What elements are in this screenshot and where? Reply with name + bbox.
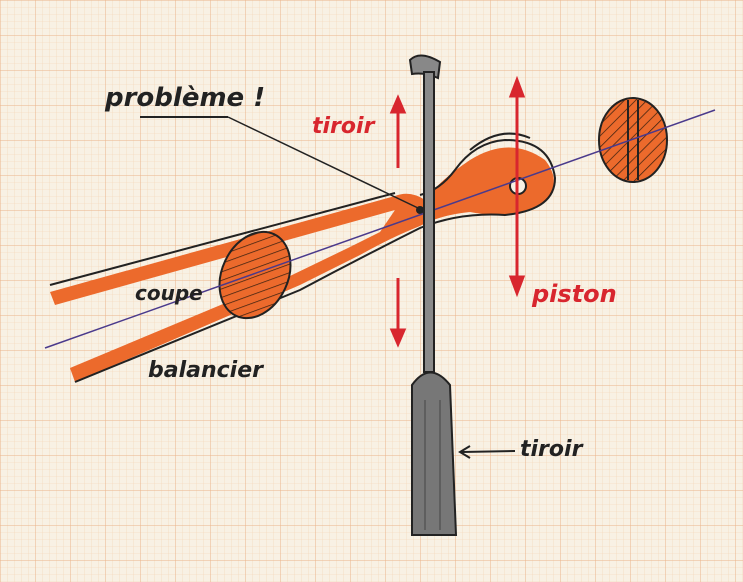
- piston-section: [598, 97, 668, 183]
- tiroir-pointer-arrow: [458, 445, 516, 459]
- label-probleme: problème !: [104, 83, 265, 113]
- axis-line: [44, 109, 716, 349]
- label-tiroir-top: tiroir: [312, 114, 376, 139]
- probleme-leader: [227, 116, 419, 209]
- label-balancier: balancier: [148, 358, 264, 383]
- label-coupe: coupe: [135, 281, 203, 305]
- label-piston: piston: [531, 280, 617, 308]
- coupe-section: [218, 230, 292, 320]
- tiroir-rod: [408, 54, 458, 536]
- tiroir-body: [411, 371, 458, 536]
- tiroir-motion-arrows: [389, 94, 407, 348]
- piston-motion-arrow: [508, 75, 526, 298]
- label-tiroir-bottom: tiroir: [520, 437, 584, 462]
